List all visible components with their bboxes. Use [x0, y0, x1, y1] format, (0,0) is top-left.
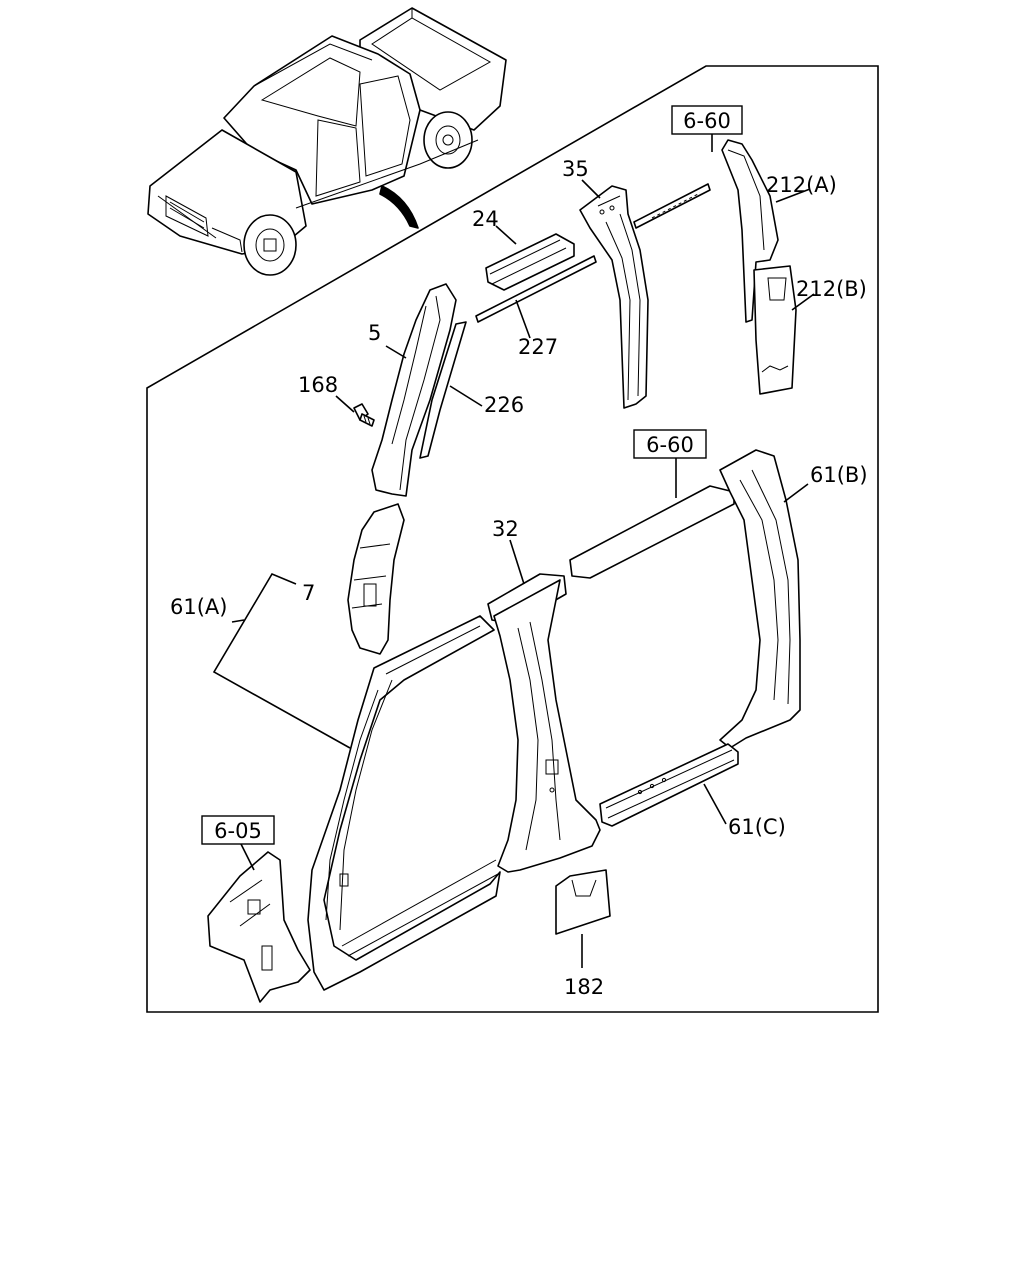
part-226[interactable]: [419, 321, 467, 459]
label-182: 182: [564, 975, 604, 999]
part-212a[interactable]: [721, 139, 779, 323]
label-61b: 61(B): [810, 463, 868, 487]
part-35[interactable]: [579, 185, 649, 409]
label-24: 24: [472, 207, 499, 231]
part-212b[interactable]: [753, 265, 797, 395]
diagram-frame: [146, 65, 879, 1013]
ref-605-text: 6-05: [214, 819, 262, 843]
label-226: 226: [484, 393, 524, 417]
part-182[interactable]: [555, 869, 611, 935]
ref-box-605[interactable]: 6-05: [201, 815, 275, 845]
part-605-fender[interactable]: [207, 851, 311, 1003]
part-168-bolt[interactable]: [353, 403, 375, 427]
part-61a[interactable]: [307, 615, 501, 991]
ref-box-660-top[interactable]: 6-60: [671, 105, 743, 135]
label-212b: 212(B): [796, 277, 867, 301]
part-61c[interactable]: [599, 743, 739, 827]
label-32: 32: [492, 517, 519, 541]
part-7[interactable]: [347, 503, 405, 655]
part-roof-rail[interactable]: [569, 485, 735, 579]
part-b-pillar[interactable]: [493, 579, 601, 873]
label-212a: 212(A): [766, 173, 837, 197]
label-35: 35: [562, 157, 589, 181]
label-7: 7: [302, 581, 315, 605]
label-168: 168: [298, 373, 338, 397]
part-24[interactable]: [485, 233, 575, 291]
label-61c: 61(C): [728, 815, 786, 839]
leader-lines: [212, 133, 815, 968]
part-strip-upper: [633, 183, 711, 229]
label-5: 5: [368, 321, 381, 345]
ref-box-660-mid[interactable]: 6-60: [633, 429, 707, 459]
ref-660-top-text: 6-60: [683, 109, 731, 133]
label-227: 227: [518, 335, 558, 359]
part-61b[interactable]: [719, 449, 801, 749]
label-61a: 61(A): [170, 595, 227, 619]
part-227[interactable]: [475, 255, 597, 323]
truck-illustration: [147, 7, 507, 276]
ref-660-mid-text: 6-60: [646, 433, 694, 457]
